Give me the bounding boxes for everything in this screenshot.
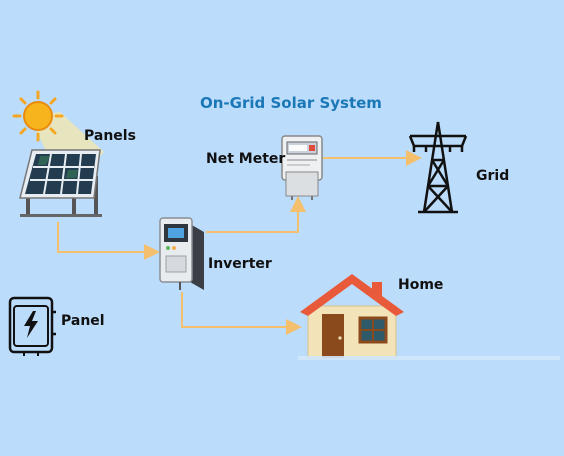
inverter-icon [159,217,204,290]
label-net-meter: Net Meter [206,151,286,167]
label-home: Home [398,277,444,293]
net-meter-icon [281,135,323,200]
label-panels: Panels [84,128,136,144]
connector-inverter-meter [206,196,306,233]
label-inverter: Inverter [208,256,272,272]
connector-panels-inverter [57,222,160,260]
house-icon [298,274,560,360]
solar-panels-icon [19,149,102,217]
connector-inverter-home [181,292,302,335]
label-grid: Grid [476,168,510,184]
label-panel: Panel [61,313,105,329]
electrical-panel-icon [8,296,56,356]
power-tower-icon [408,121,468,214]
diagram-title: On-Grid Solar System [200,94,382,112]
